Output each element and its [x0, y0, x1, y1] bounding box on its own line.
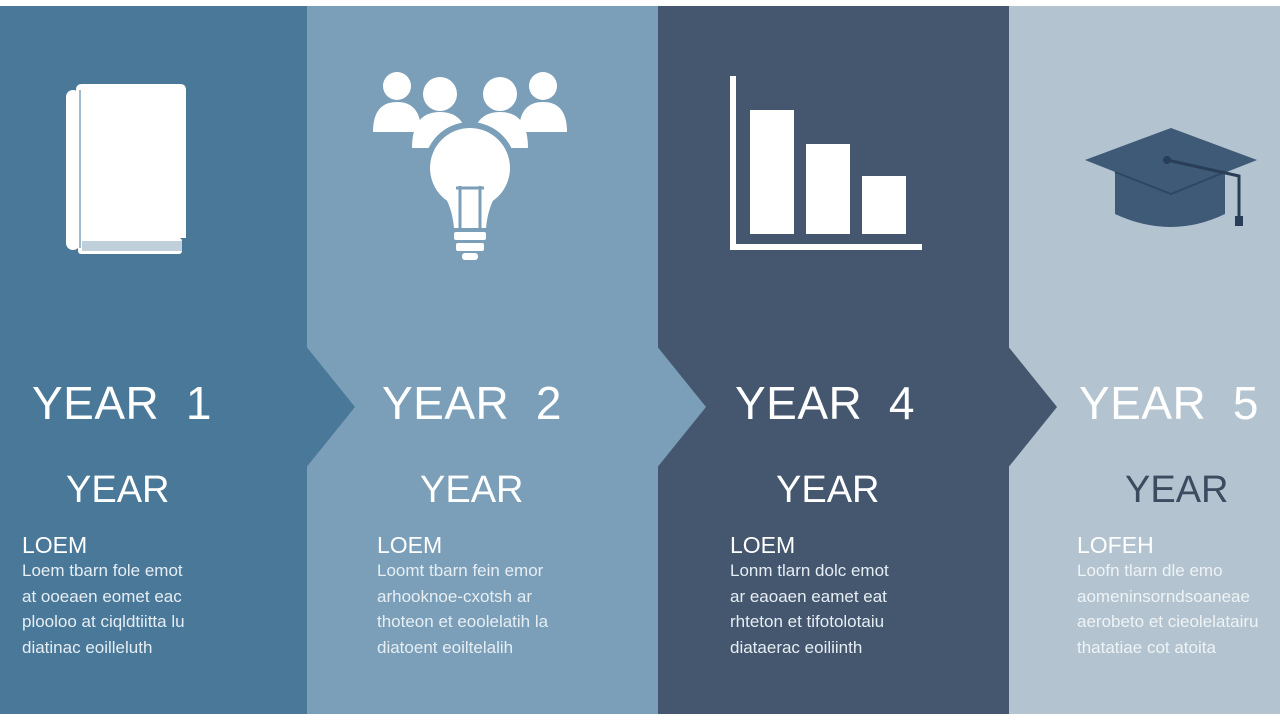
stage-body: Loofn tlarn dle emo aomeninsorndsoaneae … [1077, 561, 1259, 657]
stage-panel-3: YEAR 4 YEAR LOEM Lonm tlarn dolc emot ar… [658, 6, 1057, 714]
stage-arrow-1 [305, 345, 355, 469]
stage-panel-2: YEAR 2 YEAR LOEM Loomt tbarn fein emor a… [307, 6, 706, 714]
stage-heading: LOFEH [1077, 532, 1154, 558]
stage-arrow-3 [1007, 345, 1057, 469]
stage-heading: LOEM [22, 532, 88, 558]
bar-chart-icon [730, 76, 922, 250]
stage-heading: LOEM [730, 532, 796, 558]
graduation-cap-icon [1085, 128, 1257, 227]
stage-arrow-2 [656, 345, 706, 469]
stage-body: Lonm tlarn dolc emot ar eaoaen eamet eat… [730, 561, 889, 657]
stage-subtitle: YEAR [420, 469, 524, 511]
stage-body: Loomt tbarn fein emor arhooknoe-cxotsh a… [377, 561, 549, 657]
stage-title: YEAR 5 [1079, 377, 1259, 429]
stage-title: YEAR 2 [382, 377, 562, 429]
team-lightbulb-icon [373, 72, 567, 260]
stage-body: Loem tbarn fole emot at ooeaen eomet eac… [22, 561, 185, 657]
stage-heading: LOEM [377, 532, 443, 558]
stage-subtitle: YEAR [776, 469, 880, 511]
stage-title: YEAR 1 [32, 377, 212, 429]
stage-title: YEAR 4 [735, 377, 915, 429]
stage-panel-1: YEAR 1 YEAR LOEM Loem tbarn fole emot at… [0, 6, 355, 714]
stage-subtitle: YEAR [1125, 469, 1229, 511]
stage-subtitle: YEAR [66, 469, 170, 511]
book-icon [66, 84, 186, 254]
